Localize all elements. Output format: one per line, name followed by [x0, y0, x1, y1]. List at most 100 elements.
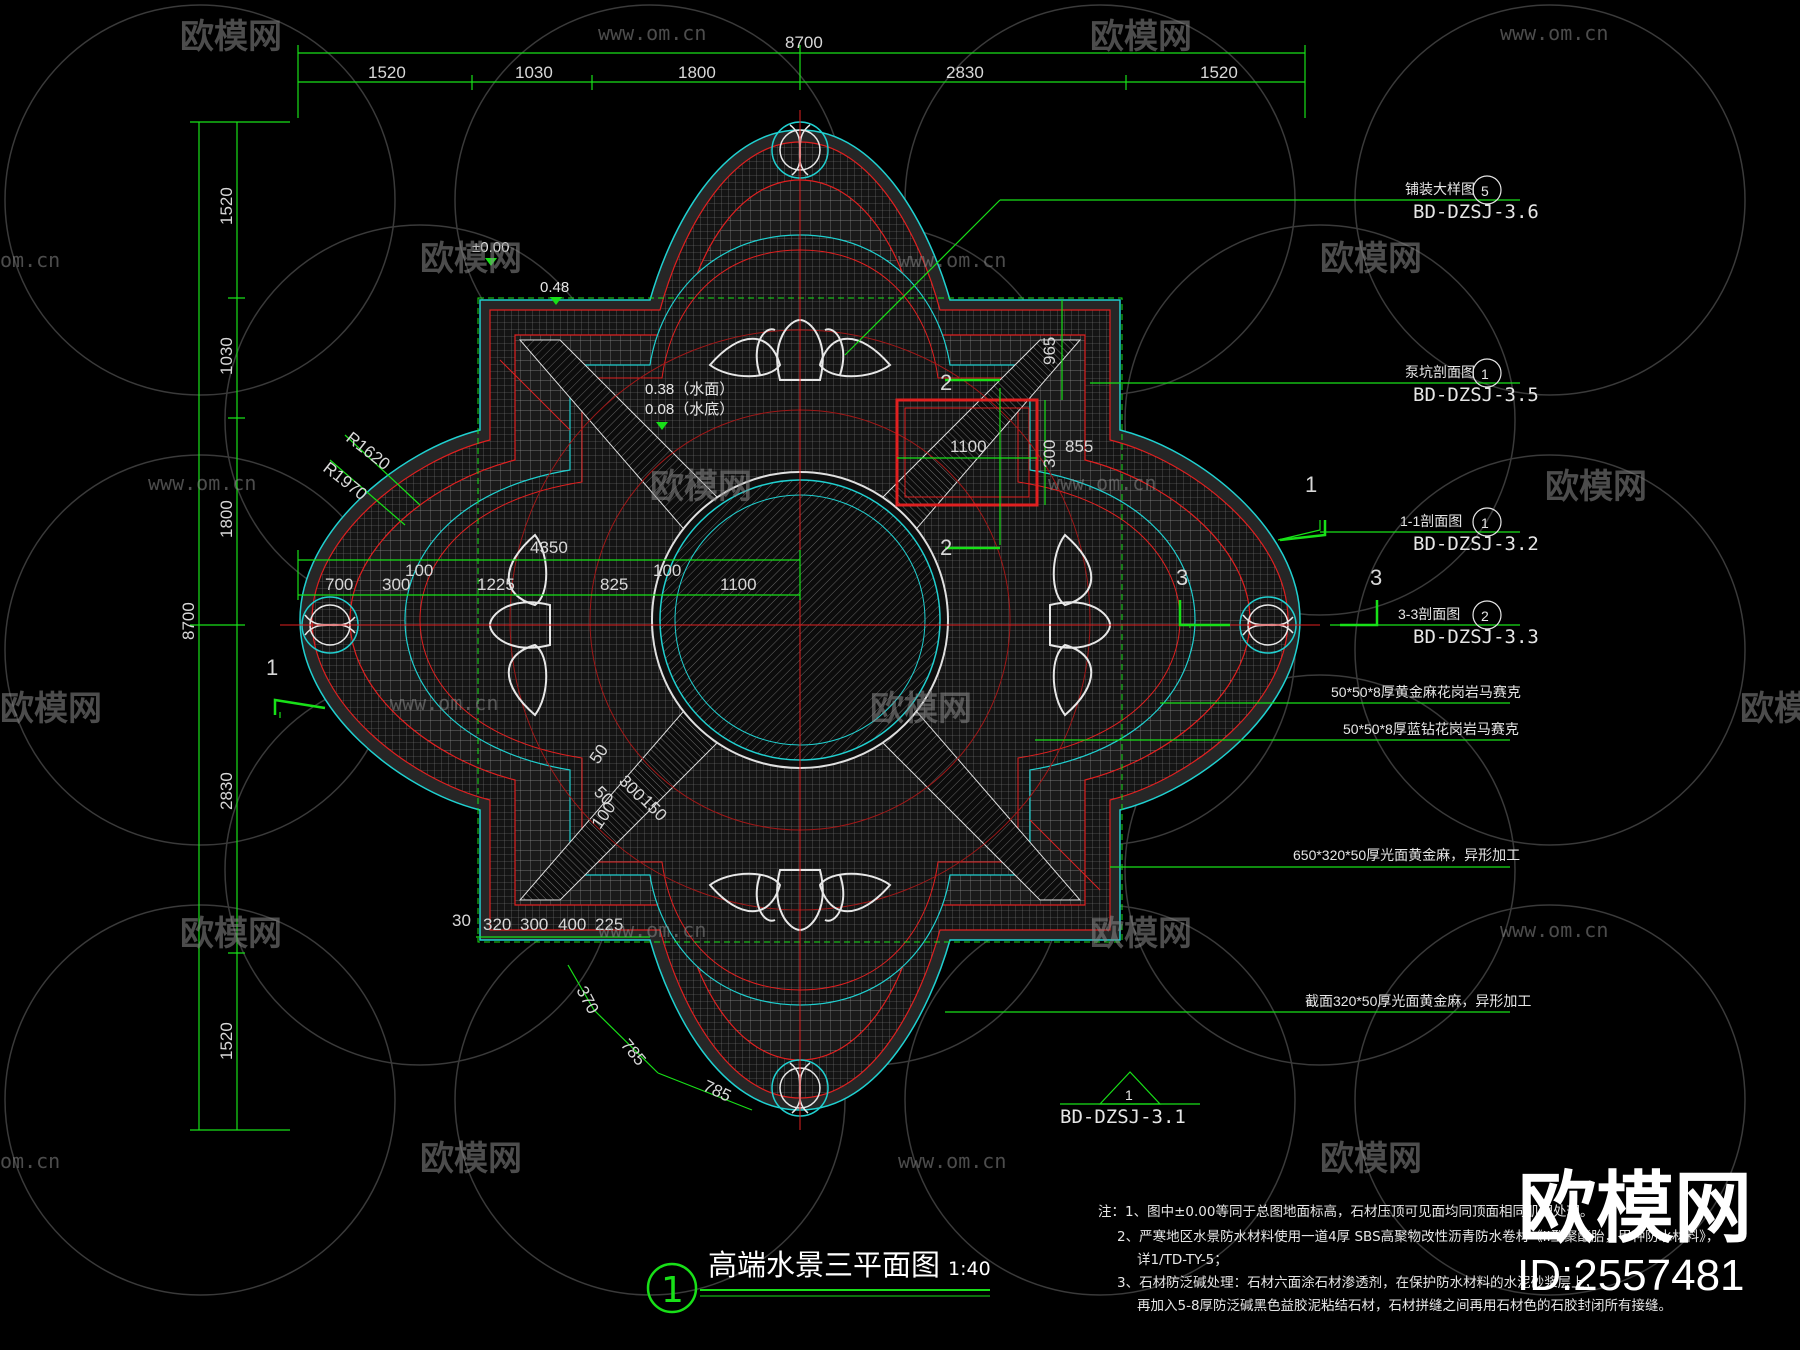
svg-text:www.om.cn: www.om.cn — [1500, 21, 1608, 45]
fountain-plan — [280, 110, 1320, 1130]
svg-text:详1/TD-TY-5；: 详1/TD-TY-5； — [1137, 1252, 1228, 1268]
svg-text:225: 225 — [595, 915, 623, 934]
title-circle — [646, 1262, 698, 1314]
svg-text:1100: 1100 — [950, 437, 987, 456]
svg-text:1520: 1520 — [217, 1022, 236, 1060]
svg-text:30: 30 — [452, 911, 471, 930]
svg-text:BD-DZSJ-3.1: BD-DZSJ-3.1 — [1060, 1106, 1186, 1128]
svg-text:700: 700 — [325, 575, 353, 594]
svg-text:欧模网: 欧模网 — [180, 17, 282, 57]
svg-text:300: 300 — [382, 575, 410, 594]
svg-text:BD-DZSJ-3.6: BD-DZSJ-3.6 — [1413, 201, 1539, 223]
pump-pit — [895, 398, 1039, 507]
svg-text:1520: 1520 — [217, 187, 236, 225]
dimension-lines — [190, 45, 1520, 1297]
svg-text:300: 300 — [1040, 440, 1059, 468]
svg-text:1520: 1520 — [1200, 63, 1238, 82]
svg-text:BD-DZSJ-3.2: BD-DZSJ-3.2 — [1413, 533, 1539, 555]
svg-text:3-3剖面图: 3-3剖面图 — [1398, 606, 1460, 622]
svg-text:1: 1 — [266, 655, 278, 680]
svg-text:100: 100 — [653, 561, 681, 580]
svg-text:3: 3 — [1176, 565, 1188, 590]
svg-text:R1970: R1970 — [320, 458, 371, 504]
svg-text:欧模网: 欧模网 — [0, 689, 102, 729]
callout-text: 铺装大样图 5 BD-DZSJ-3.6 泵坑剖面图 1 BD-DZSJ-3.5 … — [1060, 181, 1539, 1128]
svg-text:欧模网: 欧模网 — [1545, 467, 1647, 507]
svg-text:1:40: 1:40 — [948, 1258, 991, 1280]
svg-text:0.38（水面）: 0.38（水面） — [645, 381, 734, 398]
svg-text:1: 1 — [661, 1270, 684, 1311]
svg-text:om.cn: om.cn — [0, 248, 60, 272]
svg-text:3、石材防泛碱处理：石材六面涂石材渗透剂，在保护防水材料的水: 3、石材防泛碱处理：石材六面涂石材渗透剂，在保护防水材料的水泥砂浆层上， — [1117, 1275, 1598, 1291]
svg-text:www.om.cn: www.om.cn — [898, 248, 1006, 272]
svg-text:ID:2557481: ID:2557481 — [1517, 1251, 1745, 1300]
svg-text:om.cn: om.cn — [0, 1149, 60, 1173]
svg-text:0.08（水底）: 0.08（水底） — [645, 401, 734, 418]
svg-text:BD-DZSJ-3.3: BD-DZSJ-3.3 — [1413, 626, 1539, 648]
svg-text:300: 300 — [520, 915, 548, 934]
drawing-title: 1 高端水景三平面图 1:40 — [661, 1248, 991, 1311]
svg-text:1: 1 — [1305, 472, 1317, 497]
lotus-motifs — [488, 318, 1112, 932]
svg-text:欧模网: 欧模网 — [1090, 17, 1192, 57]
svg-text:±0.00: ±0.00 — [472, 239, 509, 256]
svg-text:R1620: R1620 — [343, 428, 394, 474]
svg-text:BD-DZSJ-3.5: BD-DZSJ-3.5 — [1413, 384, 1539, 406]
top-total: 8700 — [785, 33, 823, 52]
svg-text:www.om.cn: www.om.cn — [898, 1149, 1006, 1173]
svg-text:欧模网: 欧模网 — [420, 239, 522, 279]
svg-text:1520: 1520 — [368, 63, 406, 82]
svg-text:1: 1 — [1481, 515, 1489, 531]
svg-text:1-1剖面图: 1-1剖面图 — [1400, 513, 1462, 529]
svg-text:1100: 1100 — [720, 575, 757, 594]
callout-circles — [1472, 175, 1502, 630]
svg-text:1030: 1030 — [515, 63, 553, 82]
svg-text:欧模网: 欧模网 — [1518, 1164, 1752, 1254]
svg-text:截面320*50厚光面黄金麻，异形加工: 截面320*50厚光面黄金麻，异形加工 — [1305, 993, 1531, 1009]
svg-text:欧模网: 欧模网 — [420, 1139, 522, 1179]
watermarks: 欧模网 www.om.cn 欧模网 www.om.cn om.cn 欧模网 ww… — [0, 17, 1800, 1179]
svg-text:1800: 1800 — [678, 63, 716, 82]
svg-text:1030: 1030 — [217, 337, 236, 375]
svg-text:泵坑剖面图: 泵坑剖面图 — [1405, 364, 1475, 380]
svg-text:50*50*8厚蓝钻花岗岩马赛克: 50*50*8厚蓝钻花岗岩马赛克 — [1343, 721, 1519, 737]
svg-text:1225: 1225 — [477, 575, 515, 594]
svg-text:1: 1 — [1125, 1087, 1133, 1103]
svg-text:1: 1 — [1481, 366, 1489, 382]
svg-text:欧模网: 欧模网 — [650, 467, 752, 507]
svg-text:欧模网: 欧模网 — [1090, 914, 1192, 954]
svg-text:欧模网: 欧模网 — [1320, 239, 1422, 279]
svg-text:50*50*8厚黄金麻花岗岩马赛克: 50*50*8厚黄金麻花岗岩马赛克 — [1331, 684, 1521, 700]
svg-text:www.om.cn: www.om.cn — [598, 918, 706, 942]
svg-text:www.om.cn: www.om.cn — [598, 21, 706, 45]
elevation-text: ±0.00 0.48 0.38（水面） 0.08（水底） — [472, 239, 734, 418]
brand-mark: 欧模网 ID:2557481 — [1517, 1164, 1752, 1300]
svg-text:4350: 4350 — [530, 538, 568, 557]
svg-text:www.om.cn: www.om.cn — [1048, 471, 1156, 495]
svg-text:欧模网: 欧模网 — [180, 914, 282, 954]
svg-text:2: 2 — [1481, 608, 1489, 624]
svg-text:370: 370 — [572, 983, 602, 1017]
svg-text:965: 965 — [1040, 337, 1059, 365]
svg-text:注：1、图中±0.00等同于总图地面标高，石材压顶可见面均同: 注：1、图中±0.00等同于总图地面标高，石材压顶可见面均同顶面相同肌理处理。 — [1098, 1203, 1593, 1220]
svg-text:www.om.cn: www.om.cn — [1500, 918, 1608, 942]
svg-text:2830: 2830 — [217, 772, 236, 810]
svg-text:高端水景三平面图: 高端水景三平面图 — [708, 1248, 940, 1282]
elevation-markers — [485, 258, 668, 430]
svg-text:再加入5-8厚防泛碱黑色益胶泥粘结石材，石材拼缝之间再用石材: 再加入5-8厚防泛碱黑色益胶泥粘结石材，石材拼缝之间再用石材色的石胶封闭所有接缝… — [1137, 1297, 1672, 1314]
section-cut-markers — [273, 378, 1379, 715]
svg-text:650*320*50厚光面黄金麻，异形加工: 650*320*50厚光面黄金麻，异形加工 — [1293, 847, 1520, 863]
svg-text:www.om.cn: www.om.cn — [148, 471, 256, 495]
svg-text:0.48: 0.48 — [540, 279, 569, 296]
svg-text:855: 855 — [1065, 437, 1093, 456]
svg-text:1800: 1800 — [217, 500, 236, 538]
svg-text:100: 100 — [405, 561, 433, 580]
svg-text:400: 400 — [558, 915, 586, 934]
svg-text:2: 2 — [940, 370, 952, 395]
svg-text:8700: 8700 — [179, 602, 198, 640]
svg-text:785: 785 — [617, 1035, 650, 1069]
svg-text:825: 825 — [600, 575, 628, 594]
svg-text:2、严寒地区水景防水材料使用一道4厚 SBS高聚物改性沥青防: 2、严寒地区水景防水材料使用一道4厚 SBS高聚物改性沥青防水卷材《II型聚酯胎… — [1117, 1228, 1719, 1245]
svg-text:2: 2 — [940, 535, 952, 560]
